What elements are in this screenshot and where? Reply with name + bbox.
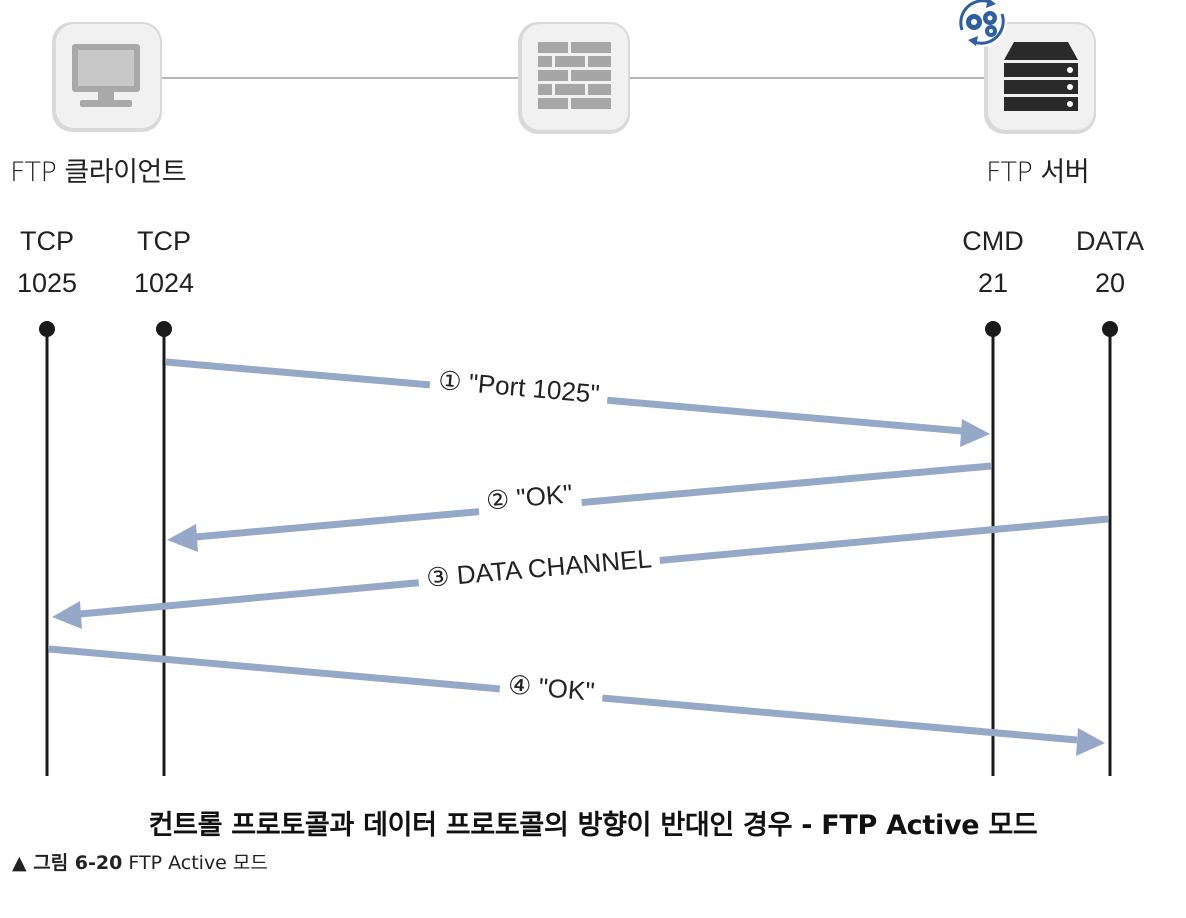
message-text: "OK" xyxy=(515,478,574,514)
port-type: TCP xyxy=(20,226,74,256)
port-label-cmd-21: CMD 21 xyxy=(946,220,1040,304)
server-label: FTP 서버 xyxy=(986,157,1090,188)
port-label-tcp-1025: TCP 1025 xyxy=(0,220,94,304)
port-number: 21 xyxy=(977,268,1009,298)
arrowhead xyxy=(167,524,198,552)
figure-caption: ▲ 그림 6-20 FTP Active 모드 xyxy=(12,848,268,875)
step-number: ② xyxy=(484,483,511,516)
port-number: 20 xyxy=(1094,268,1126,298)
topology xyxy=(52,0,1096,134)
figure-title: FTP Active 모드 xyxy=(128,852,268,874)
step-number: ④ xyxy=(506,669,533,702)
port-type: TCP xyxy=(137,226,191,256)
client-label: FTP 클라이언트 xyxy=(10,157,187,188)
port-label-tcp-1024: TCP 1024 xyxy=(117,220,211,304)
step-number: ③ xyxy=(425,560,451,593)
server-icon xyxy=(984,22,1096,134)
lifelines xyxy=(39,321,1118,776)
figure-number: ▲ 그림 6-20 xyxy=(12,852,123,874)
gear-sync-icon xyxy=(957,0,1007,47)
arrowhead xyxy=(1076,728,1105,756)
arrow-ok-1 xyxy=(194,462,992,541)
port-type: CMD xyxy=(962,226,1024,256)
port-number: 1024 xyxy=(133,268,195,298)
message-text: "OK" xyxy=(537,671,596,707)
port-number: 1025 xyxy=(16,268,78,298)
port-type: DATA xyxy=(1075,226,1144,256)
arrowhead xyxy=(960,419,990,447)
diagram-caption: 컨트롤 프로토콜과 데이터 프로토콜의 방향이 반대인 경우 - FTP Act… xyxy=(148,810,1038,841)
computer-icon xyxy=(52,22,162,132)
port-label-data-20: DATA 20 xyxy=(1060,220,1160,304)
step-number: ① xyxy=(437,365,463,397)
arrowhead xyxy=(52,601,82,629)
firewall-icon xyxy=(518,22,630,134)
